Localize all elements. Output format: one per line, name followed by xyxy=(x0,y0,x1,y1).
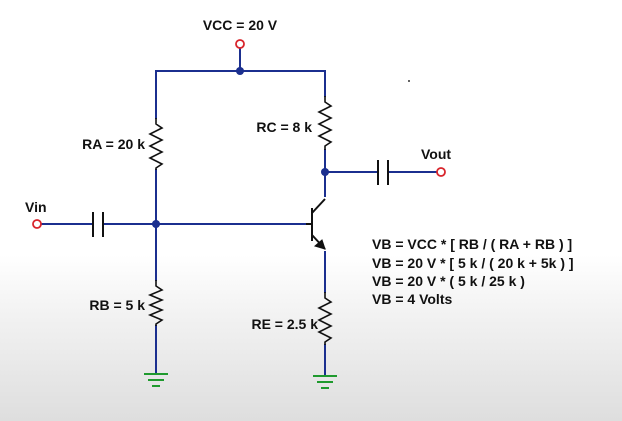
equation-line-3: VB = 20 V * ( 5 k / 25 k ) xyxy=(372,273,525,289)
vin-terminal xyxy=(32,219,42,229)
vcc-label: VCC = 20 V xyxy=(203,17,278,33)
vout-label: Vout xyxy=(421,146,451,162)
ra-label: RA = 20 k xyxy=(82,136,145,152)
transistor-emitter-arrow xyxy=(313,239,326,250)
resistor-rc xyxy=(317,96,333,150)
junction-top-rail xyxy=(236,67,244,75)
resistor-re xyxy=(317,292,333,345)
rb-label: RB = 5 k xyxy=(89,297,145,313)
vcc-terminal xyxy=(235,39,245,49)
npn-transistor xyxy=(306,198,326,250)
vin-label: Vin xyxy=(25,199,47,215)
resistor-rb xyxy=(147,280,165,326)
junction-base xyxy=(152,220,160,228)
vout-terminal xyxy=(436,167,446,177)
ground-right xyxy=(313,375,337,389)
wires xyxy=(40,47,438,375)
equation-line-2: VB = 20 V * [ 5 k / ( 20 k + 5k ) ] xyxy=(372,255,574,271)
capacitor-output xyxy=(377,160,389,185)
equation-block: VB = VCC * [ RB / ( RA + RB ) ] VB = 20 … xyxy=(372,236,574,307)
equation-line-4: VB = 4 Volts xyxy=(372,291,452,307)
resistor-ra xyxy=(148,118,164,170)
ground-left xyxy=(144,373,168,387)
transistor-collector-lead xyxy=(311,198,326,214)
capacitor-input xyxy=(92,212,104,237)
stray-dot xyxy=(408,80,410,82)
re-label: RE = 2.5 k xyxy=(251,316,318,332)
rc-label: RC = 8 k xyxy=(256,119,312,135)
junction-collector xyxy=(321,168,329,176)
equation-line-1: VB = VCC * [ RB / ( RA + RB ) ] xyxy=(372,236,572,252)
